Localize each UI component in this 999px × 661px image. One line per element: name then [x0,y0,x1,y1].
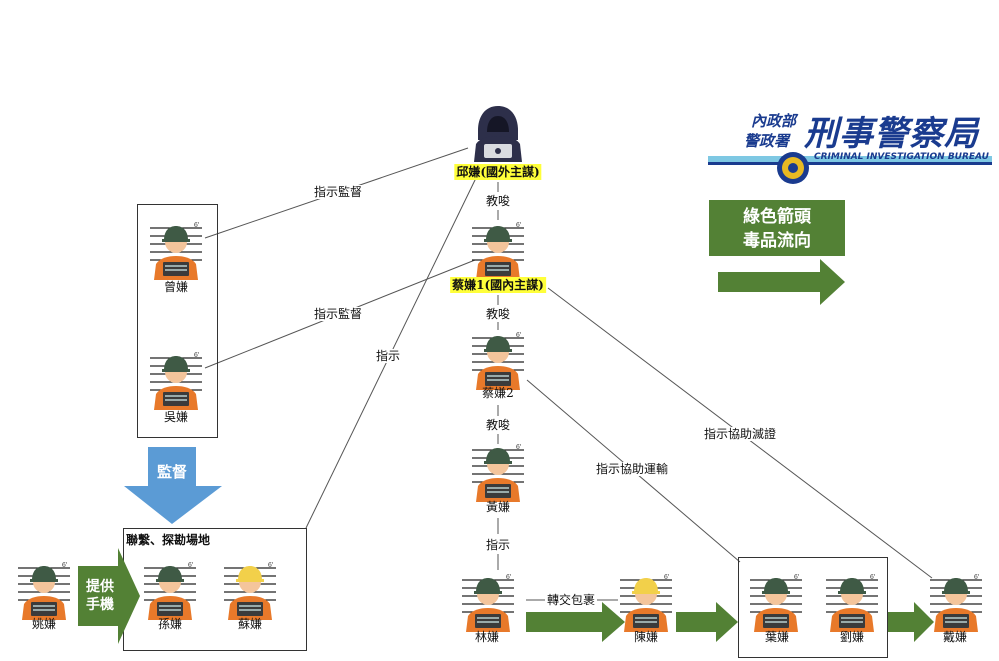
prisoner-icon: 6' [472,332,524,390]
node-label-chen: 陳嫌 [633,630,659,644]
svg-text:6': 6' [974,574,980,581]
mugshot-chen: 6' [618,570,674,632]
hooded-person-icon [474,106,522,162]
node-label-qiu: 邱嫌(國外主謀) [454,164,542,180]
legend-line1: 綠色箭頭 [743,207,811,227]
mugshot-ye: 6' [748,570,804,632]
svg-text:6': 6' [194,222,200,229]
supervise-label: 監督 [156,463,187,481]
green-arrow-provide-phone [78,548,140,644]
svg-text:6': 6' [664,574,670,581]
edge-label-lin-chen: 轉交包裹 [544,593,598,607]
prisoner-icon: 6' [224,562,276,620]
node-label-ye: 葉嫌 [764,630,790,644]
edge-label-cai2-ye: 指示協助運輸 [595,462,669,476]
mugshot-lin: 6' [460,570,516,632]
svg-text:6': 6' [516,222,522,229]
contact-box-title: 聯繫、探勘場地 [126,533,211,547]
green-arrow-chen-ye [676,602,738,642]
node-label-wu: 吳嫌 [163,410,189,424]
svg-text:6': 6' [794,574,800,581]
svg-text:6': 6' [506,574,512,581]
mugshot-dai: 6' [928,570,984,632]
provide-phone-label: 提供 手機 [86,579,114,613]
prisoner-icon: 6' [930,574,982,632]
svg-text:6': 6' [194,352,200,359]
prisoner-icon: 6' [144,562,196,620]
logo-graphic [708,152,992,184]
svg-text:6': 6' [188,562,194,569]
green-arrow-lin-chen [526,602,625,642]
node-label-sun: 孫嫌 [157,617,183,631]
logo-ministry-2: 警政署 [744,132,790,150]
prisoner-icon: 6' [826,574,878,632]
edge-label-huang-lin: 指示 [485,538,511,552]
mugshot-huang: 6' [470,440,526,502]
node-label-lin: 林嫌 [474,630,500,644]
mugshot-zeng: 6' [148,218,204,280]
node-label-cai2: 蔡嫌2 [482,386,514,400]
prisoner-icon: 6' [620,574,672,632]
bureau-logo: 內政部 警政署 刑事警察局 CRIMINAL INVESTIGATION BUR… [706,106,996,186]
prisoner-icon: 6' [18,562,70,620]
legend-green-arrow [718,259,845,305]
group-box-zeng-wu [137,204,218,438]
node-label-zeng: 曾嫌 [163,280,189,294]
mugshot-wu: 6' [148,348,204,410]
logo-bureau-english: CRIMINAL INVESTIGATION BUREAU [814,152,989,162]
prisoner-icon: 6' [150,352,202,410]
edge-label-cai1-dai: 指示協助滅證 [703,427,777,441]
node-label-su: 蘇嫌 [237,617,263,631]
logo-bureau-name: 刑事警察局 [804,114,979,154]
mugshot-cai1: 6' [470,218,526,280]
green-arrow-liu-dai [888,602,934,642]
legend-line2: 毒品流向 [743,231,811,251]
prisoner-icon: 6' [472,444,524,502]
logo-ministry-1: 內政部 [751,112,797,130]
edge-label-qiu-zeng: 指示監督 [313,185,363,199]
svg-text:6': 6' [870,574,876,581]
mugshot-cai2: 6' [470,328,526,390]
edge-label-qiu-cai1: 教唆 [485,194,511,208]
prisoner-icon: 6' [462,574,514,632]
node-label-liu: 劉嫌 [839,630,865,644]
svg-text:6': 6' [268,562,274,569]
svg-text:6': 6' [62,562,68,569]
svg-text:6': 6' [516,444,522,451]
blue-supervise-arrow [124,447,222,524]
legend-box: 綠色箭頭 毒品流向 [709,200,845,256]
mugshot-liu: 6' [824,570,880,632]
mugshot-sun: 6' [142,558,198,620]
edge-label-cai1-cai2: 教唆 [485,307,511,321]
node-label-cai1: 蔡嫌1(國內主謀) [450,277,546,293]
node-label-huang: 黃嫌 [485,500,511,514]
prisoner-icon: 6' [750,574,802,632]
mugshot-su: 6' [222,558,278,620]
edge-label-cai1-wu: 指示監督 [313,307,363,321]
svg-text:6': 6' [516,332,522,339]
node-label-yao: 姚嫌 [31,617,57,631]
edge-label-qiu-contact: 指示 [375,349,401,363]
group-box-ye-liu [738,557,888,658]
hacker-figure [472,104,524,162]
prisoner-icon: 6' [472,222,524,280]
mugshot-yao: 6' [16,558,72,620]
edge-label-cai2-huang: 教唆 [485,418,511,432]
prisoner-icon: 6' [150,222,202,280]
node-label-dai: 戴嫌 [942,630,968,644]
